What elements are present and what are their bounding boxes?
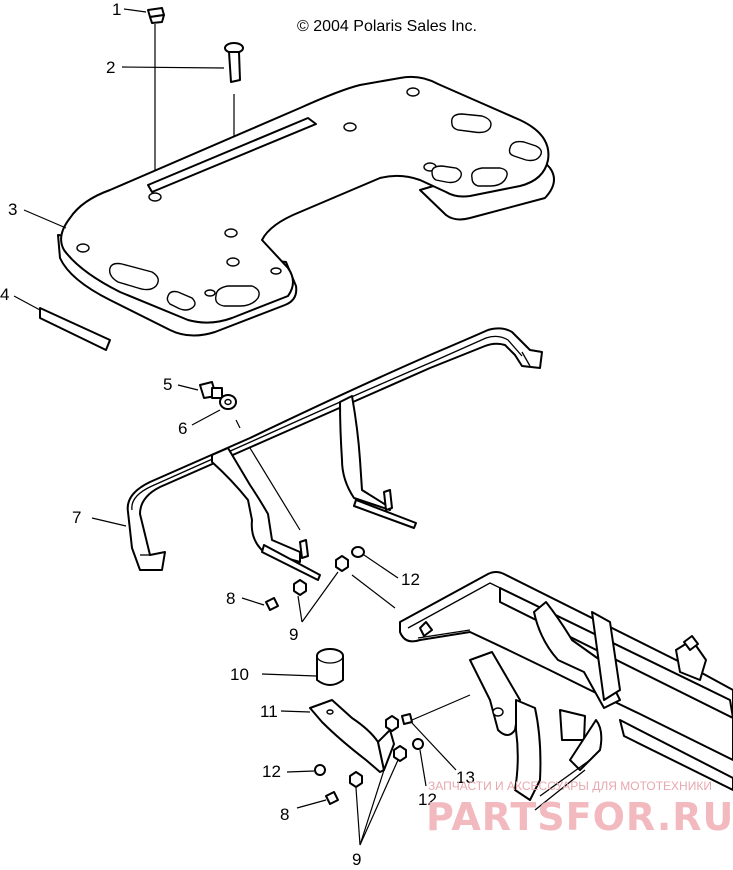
part-10-bumper: [316, 648, 344, 686]
callout-5: 5: [163, 375, 172, 394]
callout-8-lower: 8: [280, 805, 289, 824]
leader-part-13: [411, 694, 471, 721]
part-4-strip: [39, 307, 111, 351]
callout-12-upper: 12: [401, 570, 420, 589]
callout-11: 11: [260, 702, 278, 721]
part-8-bolt-upper: [265, 597, 279, 611]
leader-rail-bracket: [249, 447, 301, 531]
leader-frame: [351, 574, 396, 609]
callout-12-left: 12: [262, 762, 281, 781]
callout-8-upper: 8: [226, 589, 235, 608]
callout-13: 13: [456, 768, 475, 787]
callout-2: 2: [106, 58, 115, 77]
part-9-nuts-lower: [349, 715, 407, 788]
callout-leaders: [13, 8, 457, 846]
part-1-bolt: [147, 7, 165, 24]
callout-3: 3: [8, 200, 17, 219]
part-12-washers-lower: [314, 738, 424, 776]
part-9-nuts-upper: [293, 555, 349, 596]
callout-7: 7: [72, 508, 81, 527]
vehicle-frame: [399, 571, 733, 811]
callout-1: 1: [112, 0, 121, 19]
part-5-bolt: [199, 381, 223, 399]
part-3-rack-platform: [57, 75, 555, 337]
part-6-washer: [219, 394, 237, 410]
part-12-washer-upper: [351, 546, 365, 558]
callout-9-upper: 9: [289, 625, 298, 644]
callout-9-lower: 9: [352, 850, 361, 869]
watermark-brand: PARTSFOR.RU: [426, 795, 733, 839]
part-2-long-bolt: [224, 42, 244, 83]
callout-12-right: 12: [418, 790, 437, 809]
callout-6: 6: [178, 419, 187, 438]
part-13-bolt: [401, 713, 413, 725]
part-11-bracket: [309, 699, 395, 773]
callout-4: 4: [0, 285, 9, 304]
part-8-bolt-lower: [325, 791, 339, 805]
callout-10: 10: [230, 665, 249, 684]
copyright-text: © 2004 Polaris Sales Inc.: [297, 18, 477, 35]
part-7-frame-rail: [126, 327, 543, 581]
watermark-tagline: ЗАПЧАСТИ И АКСЕССУАРЫ ДЛЯ МОТОТЕХНИКИ: [428, 779, 712, 793]
leader-part-6: [235, 419, 241, 429]
